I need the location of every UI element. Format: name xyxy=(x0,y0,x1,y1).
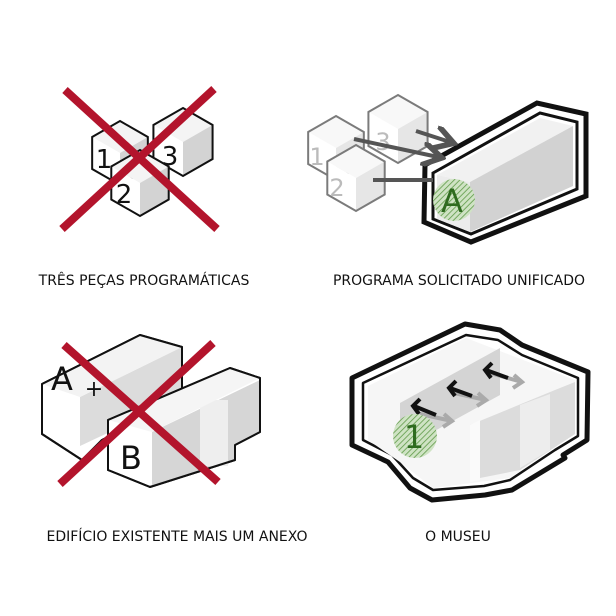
faded-label-1: 1 xyxy=(309,143,324,171)
result-label-a: A xyxy=(441,182,463,220)
faded-label-2: 2 xyxy=(329,174,344,202)
museum-volume xyxy=(368,338,575,488)
faded-program-cubes xyxy=(307,93,429,213)
piece-label-1: 1 xyxy=(96,145,113,175)
building-label-a: A xyxy=(51,360,73,398)
panel-existing-plus-annex: A + B EDIFÍCIO EXISTENTE MAIS UM ANEXO xyxy=(41,334,308,545)
caption-unified-program: PROGRAMA SOLICITADO UNIFICADO xyxy=(333,273,585,289)
caption-existing-plus-annex: EDIFÍCIO EXISTENTE MAIS UM ANEXO xyxy=(47,528,308,545)
existing-building-a xyxy=(41,334,183,461)
merge-arrows xyxy=(353,131,450,182)
hatched-marker-icon xyxy=(433,179,475,221)
cube-2-faded xyxy=(326,143,386,213)
building-label-b: B xyxy=(120,439,142,477)
panel-unified-program: 1 2 3 A PROGRAMA SOLICITADO UNIFICADO xyxy=(307,93,589,289)
hatched-marker-icon xyxy=(393,414,437,458)
caption-museum: O MUSEU xyxy=(425,529,491,545)
museum-marker-1: 1 xyxy=(404,418,424,456)
plus-sign: + xyxy=(85,377,103,402)
piece-label-3: 3 xyxy=(162,142,179,172)
faded-label-3: 3 xyxy=(375,128,390,156)
panel-three-pieces: 1 2 3 TRÊS PEÇAS PROGRAMÁTICAS xyxy=(38,86,250,289)
panel-museum: 1 O MUSEU xyxy=(349,321,591,545)
unified-block xyxy=(421,100,589,245)
cross-out-mark xyxy=(57,340,221,487)
caption-three-pieces: TRÊS PEÇAS PROGRAMÁTICAS xyxy=(38,271,250,289)
piece-label-2: 2 xyxy=(116,180,133,210)
circulation-arrows xyxy=(410,361,526,429)
cross-out-mark xyxy=(59,86,220,232)
